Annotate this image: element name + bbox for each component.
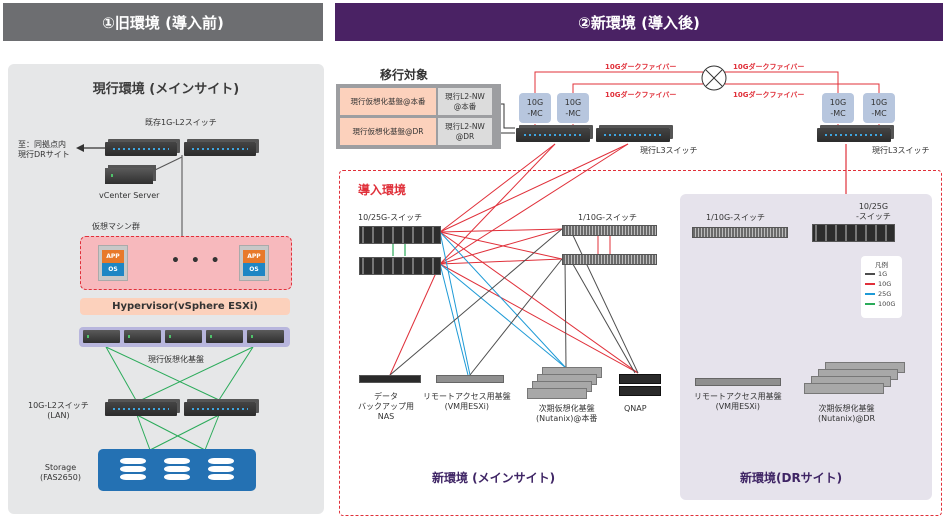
existing-switch-1 — [105, 142, 177, 156]
access-switch-2 — [562, 254, 657, 265]
core-switch-2 — [359, 257, 441, 275]
lan-switch-1 — [105, 402, 177, 416]
l3-switch-label-main: 現行L3スイッチ — [640, 146, 698, 155]
vm-icon: APP OS — [239, 245, 269, 281]
legend-item: 10G — [865, 279, 902, 289]
host-server-icon — [206, 330, 243, 343]
database-icon — [164, 458, 190, 482]
dr-access-switch — [692, 227, 788, 238]
fiber-label: 10Gダークファイバー — [733, 63, 805, 71]
current-host-group — [79, 327, 290, 347]
remote-access-server — [436, 375, 504, 383]
host-server-icon — [83, 330, 120, 343]
media-converter: 10G-MC — [822, 93, 854, 123]
vcenter-server-label: vCenter Server — [99, 191, 160, 200]
fiber-label: 10Gダークファイバー — [605, 63, 677, 71]
vm-ellipsis: • • • — [171, 253, 223, 269]
qnap-label: QNAP — [624, 404, 647, 413]
legend-item: 100G — [865, 299, 902, 309]
nas-label: データ バックアップ用 NAS — [358, 392, 414, 421]
legend-item: 1G — [865, 269, 902, 279]
host-server-icon — [247, 330, 284, 343]
existing-switch-2 — [184, 142, 256, 156]
vm-group-label: 仮想マシン群 — [92, 222, 140, 231]
fiber-label: 10Gダークファイバー — [733, 91, 805, 99]
old-environment-header: ①旧環境 (導入前) — [3, 3, 323, 41]
lan-switch-2 — [184, 402, 256, 416]
database-icon — [120, 458, 146, 482]
dr-link-label: 至：同拠点内 現行DRサイト — [18, 140, 70, 159]
line-swatch-icon — [865, 293, 875, 295]
deployment-environment-title: 導入環境 — [358, 183, 407, 197]
dr-core-switch — [812, 224, 895, 242]
nas-device — [359, 375, 421, 383]
line-swatch-icon — [865, 273, 875, 275]
line-swatch-icon — [865, 303, 875, 305]
migration-platform-main: 現行仮想化基盤@本番 — [340, 88, 436, 115]
database-icon — [208, 458, 234, 482]
dark-fiber-links — [534, 71, 880, 95]
dr-remote-access-label: リモートアクセス用基盤 (VM用ESXi) — [694, 392, 782, 411]
media-converter: 10G-MC — [519, 93, 551, 123]
migration-network-dr: 現行L2-NW @DR — [438, 118, 492, 145]
host-server-icon — [165, 330, 202, 343]
legend: 凡例 1G 10G 25G 100G — [861, 256, 902, 318]
dr-site-panel — [680, 194, 932, 500]
dr-access-switch-label: 1/10G-スイッチ — [706, 213, 766, 222]
migration-targets: 現行仮想化基盤@本番 現行L2-NW @本番 現行仮想化基盤@DR 現行L2-N… — [336, 84, 501, 149]
migration-title: 移行対象 — [380, 68, 429, 82]
storage-array — [98, 449, 256, 491]
fiber-crossconnect-icon — [701, 65, 727, 91]
old-environment-title: 現行環境 (メインサイト) — [92, 82, 240, 97]
l3-switch-main-2 — [596, 128, 670, 142]
dr-nutanix-label: 次期仮想化基盤 (Nutanix)@DR — [818, 404, 876, 423]
nutanix-main-label: 次期仮想化基盤 (Nutanix)@本番 — [536, 404, 598, 423]
fiber-label: 10Gダークファイバー — [605, 91, 677, 99]
access-switch-1 — [562, 225, 657, 236]
l3-switch-main-1 — [516, 128, 590, 142]
media-converter: 10G-MC — [557, 93, 589, 123]
legend-item: 25G — [865, 289, 902, 299]
core-switch-label: 10/25G-スイッチ — [358, 213, 423, 222]
current-host-group-label: 現行仮想化基盤 — [148, 355, 204, 364]
nutanix-node — [527, 388, 587, 399]
media-converter: 10G-MC — [863, 93, 895, 123]
l3-switch-label-dr: 現行L3スイッチ — [872, 146, 930, 155]
migration-platform-dr: 現行仮想化基盤@DR — [340, 118, 436, 145]
line-swatch-icon — [865, 283, 875, 285]
migration-network-main: 現行L2-NW @本番 — [438, 88, 492, 115]
legend-title: 凡例 — [875, 261, 888, 269]
existing-switch-label: 既存1G-L2スイッチ — [145, 118, 217, 127]
core-switch-1 — [359, 226, 441, 244]
storage-label: Storage (FAS2650) — [40, 463, 82, 482]
main-site-title: 新環境 (メインサイト) — [432, 471, 556, 485]
vm-icon: APP OS — [98, 245, 128, 281]
deployment-environment-box — [339, 170, 942, 516]
dr-remote-access-server — [695, 378, 781, 386]
dr-nutanix-node — [804, 383, 884, 394]
remote-access-label: リモートアクセス用基盤 (VM用ESXi) — [423, 392, 511, 411]
hypervisor-layer: Hypervisor(vSphere ESXi) — [80, 298, 290, 315]
access-switch-label: 1/10G-スイッチ — [578, 213, 638, 222]
host-server-icon — [124, 330, 161, 343]
new-environment-header: ②新環境 (導入後) — [335, 3, 943, 41]
qnap-device — [619, 374, 661, 384]
qnap-device — [619, 386, 661, 396]
vcenter-server-icon — [105, 168, 153, 184]
l3-switch-dr — [817, 128, 891, 142]
dr-site-title: 新環境(DRサイト) — [740, 471, 843, 485]
lan-switch-label: 10G-L2スイッチ (LAN) — [28, 401, 89, 420]
vm-group: APP OS • • • APP OS — [80, 236, 292, 290]
dr-core-switch-label: 10/25G -スイッチ — [856, 202, 891, 221]
